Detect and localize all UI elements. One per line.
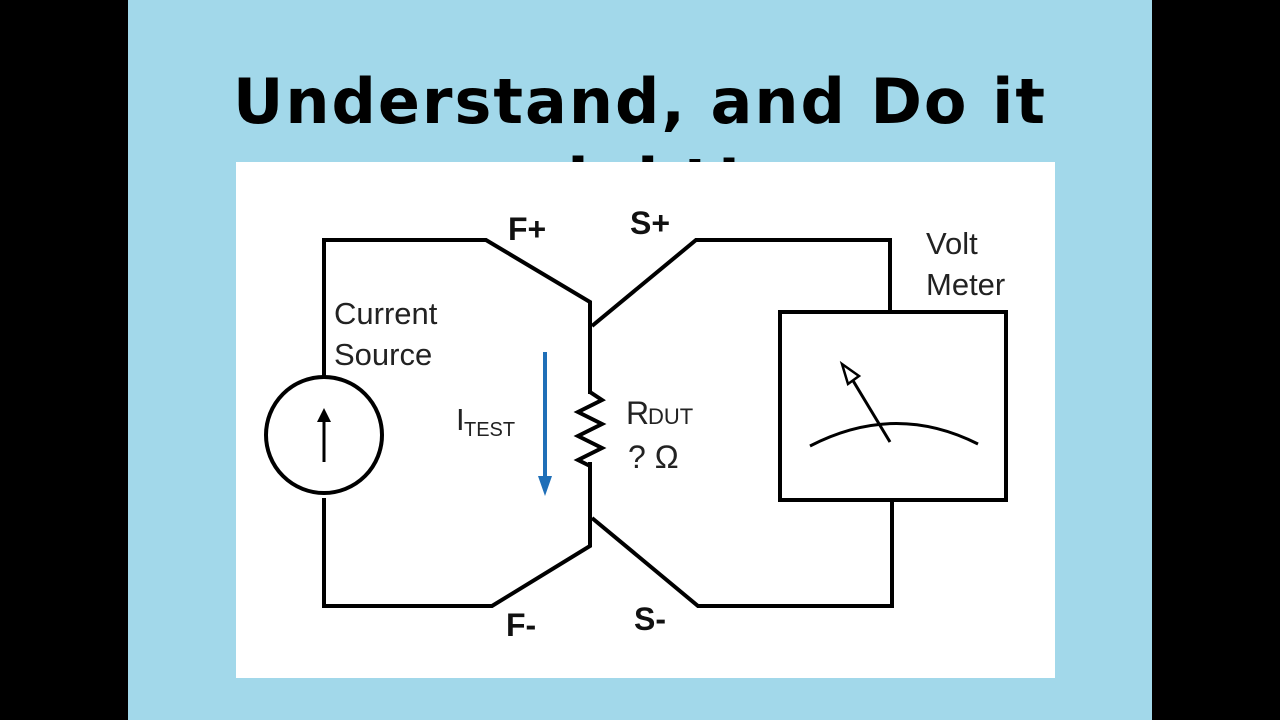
- resistor-subscript: DUT: [648, 404, 693, 429]
- meter-needle-tip: [839, 360, 862, 387]
- meter-scale-arc: [809, 422, 979, 448]
- voltmeter-label-line2: Meter: [926, 267, 1005, 302]
- wires: [322, 238, 894, 608]
- force-plus-wire: [322, 238, 592, 394]
- current-source-label-line2: Source: [334, 337, 432, 372]
- voltmeter-symbol: [778, 310, 1008, 502]
- sense-plus-wire: [590, 238, 892, 328]
- resistor-symbol: R: [626, 395, 649, 431]
- sense-minus-wire: [590, 500, 894, 608]
- terminal-s-minus: S-: [634, 601, 666, 637]
- terminal-f-minus: F-: [506, 607, 536, 643]
- voltmeter-label-line1: Volt: [926, 226, 978, 261]
- circuit-svg: F+ S+ F- S- Current Source I TEST R DUT …: [264, 205, 1008, 643]
- resistor-dut: [573, 384, 607, 474]
- resistor-value: ? Ω: [628, 439, 679, 475]
- terminal-f-plus: F+: [508, 211, 546, 247]
- current-source-label-line1: Current: [334, 296, 438, 331]
- four-wire-diagram: F+ S+ F- S- Current Source I TEST R DUT …: [236, 162, 1055, 678]
- test-current-symbol: I: [456, 402, 465, 437]
- slide-panel: Understand, and Do it right!: [128, 0, 1152, 720]
- test-current-arrow: [538, 352, 552, 496]
- meter-needle: [847, 373, 892, 443]
- terminal-s-plus: S+: [630, 205, 670, 241]
- current-source-symbol: [264, 375, 384, 495]
- force-minus-wire: [322, 462, 592, 608]
- test-current-subscript: TEST: [464, 419, 515, 441]
